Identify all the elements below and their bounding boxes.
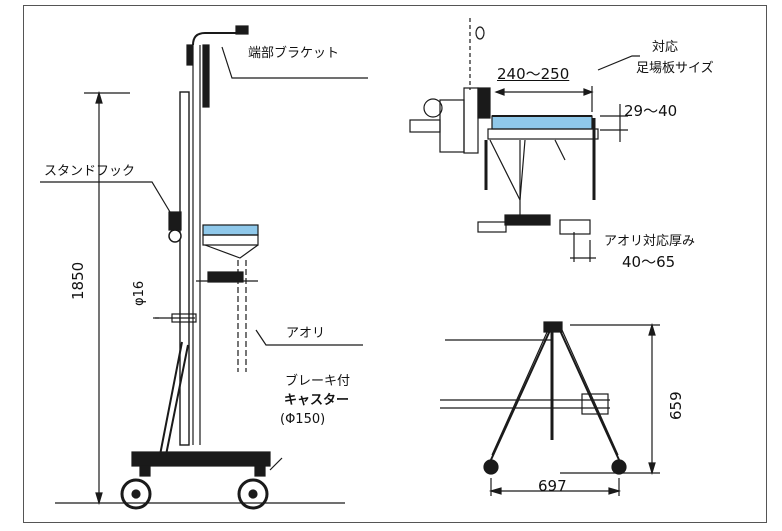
stand-side-view (120, 25, 283, 510)
height-dimension (84, 90, 130, 506)
drawing-frame (23, 5, 767, 523)
supported-label: 対応 (652, 40, 679, 55)
base-width-label: 697 (538, 477, 567, 495)
aori-range-label: 40～65 (622, 253, 676, 271)
board-thickness-label: 29～40 (624, 102, 678, 120)
stand-hook-label: スタンドフック (44, 164, 136, 179)
bracket-section-view (409, 18, 640, 262)
caster-size-label: (Φ150) (280, 412, 326, 427)
end-bracket-label: 端部ブラケット (248, 46, 340, 61)
leader-lines-left (40, 46, 368, 346)
base-plan-view (440, 321, 660, 496)
board-width-label: 240～250 (497, 65, 570, 83)
height-label: 1850 (69, 261, 87, 300)
pipe-diameter-label: φ16 (132, 280, 147, 306)
caster-label: キャスター (284, 393, 350, 408)
base-height-label: 659 (667, 391, 685, 420)
aori-label: アオリ (286, 326, 326, 341)
aori-thickness-label: アオリ対応厚み (604, 234, 696, 249)
brake-label: ブレーキ付 (285, 374, 351, 389)
board-size-label: 足場板サイズ (636, 61, 714, 76)
